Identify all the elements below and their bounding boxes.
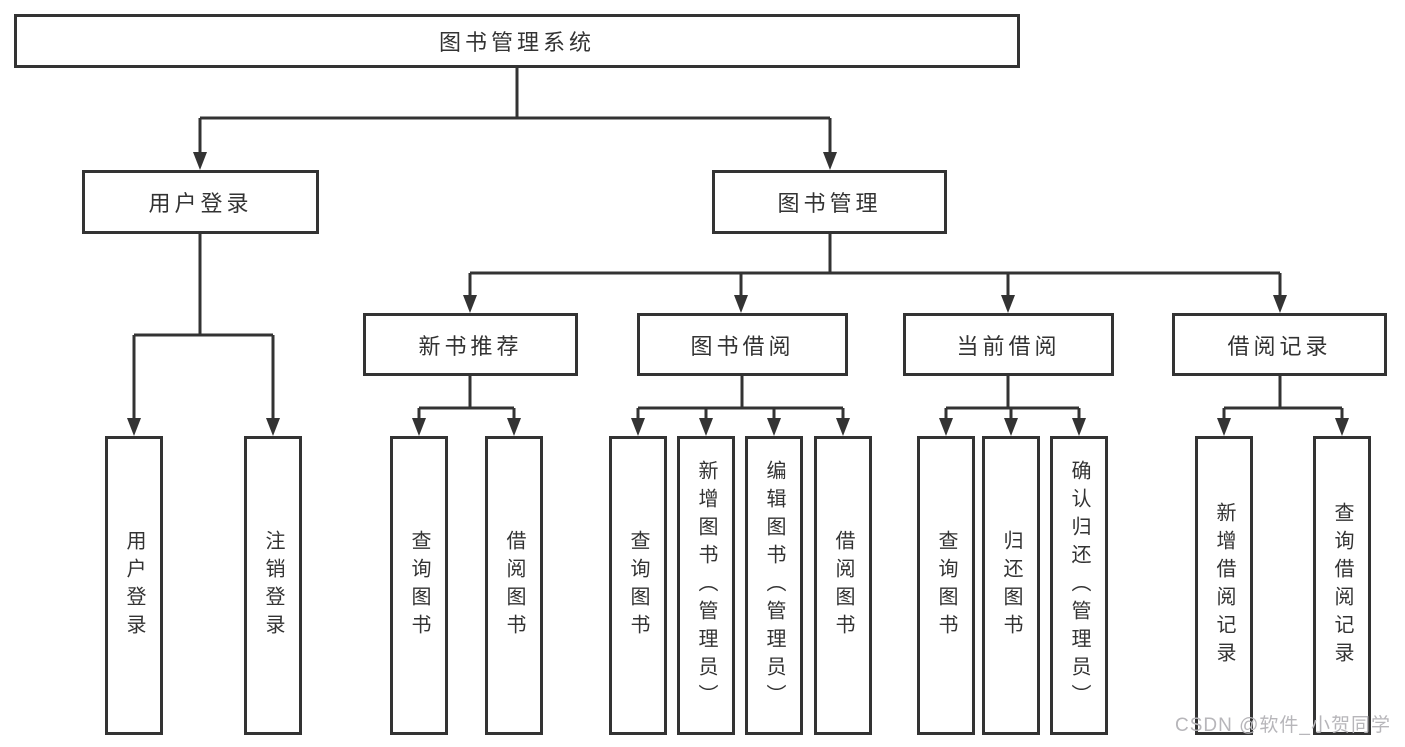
node-book-management: 图书管理 — [712, 170, 947, 234]
csdn-watermark: CSDN @软件_小贺同学 — [1175, 715, 1391, 736]
leaf-query-borrow-record: 查询借阅记录 — [1313, 436, 1371, 735]
node-library-management-system: 图书管理系统 — [14, 14, 1020, 68]
node-current-borrowing: 当前借阅 — [903, 313, 1114, 376]
leaf-add-books-admin: 新增图书（管理员） — [677, 436, 735, 735]
node-user-login: 用户登录 — [82, 170, 319, 234]
leaf-user-login: 用户登录 — [105, 436, 163, 735]
node-book-borrowing: 图书借阅 — [637, 313, 848, 376]
leaf-borrow-books: 借阅图书 — [814, 436, 872, 735]
node-borrowing-records: 借阅记录 — [1172, 313, 1387, 376]
node-new-book-recommendation: 新书推荐 — [363, 313, 578, 376]
leaf-return-books: 归还图书 — [982, 436, 1040, 735]
leaf-add-borrow-record: 新增借阅记录 — [1195, 436, 1253, 735]
leaf-query-books-borrow: 查询图书 — [609, 436, 667, 735]
leaf-confirm-return-admin: 确认归还（管理员） — [1050, 436, 1108, 735]
leaf-logout: 注销登录 — [244, 436, 302, 735]
leaf-edit-books-admin: 编辑图书（管理员） — [745, 436, 803, 735]
leaf-query-books-recommend: 查询图书 — [390, 436, 448, 735]
leaf-query-books-current: 查询图书 — [917, 436, 975, 735]
leaf-borrow-books-recommend: 借阅图书 — [485, 436, 543, 735]
